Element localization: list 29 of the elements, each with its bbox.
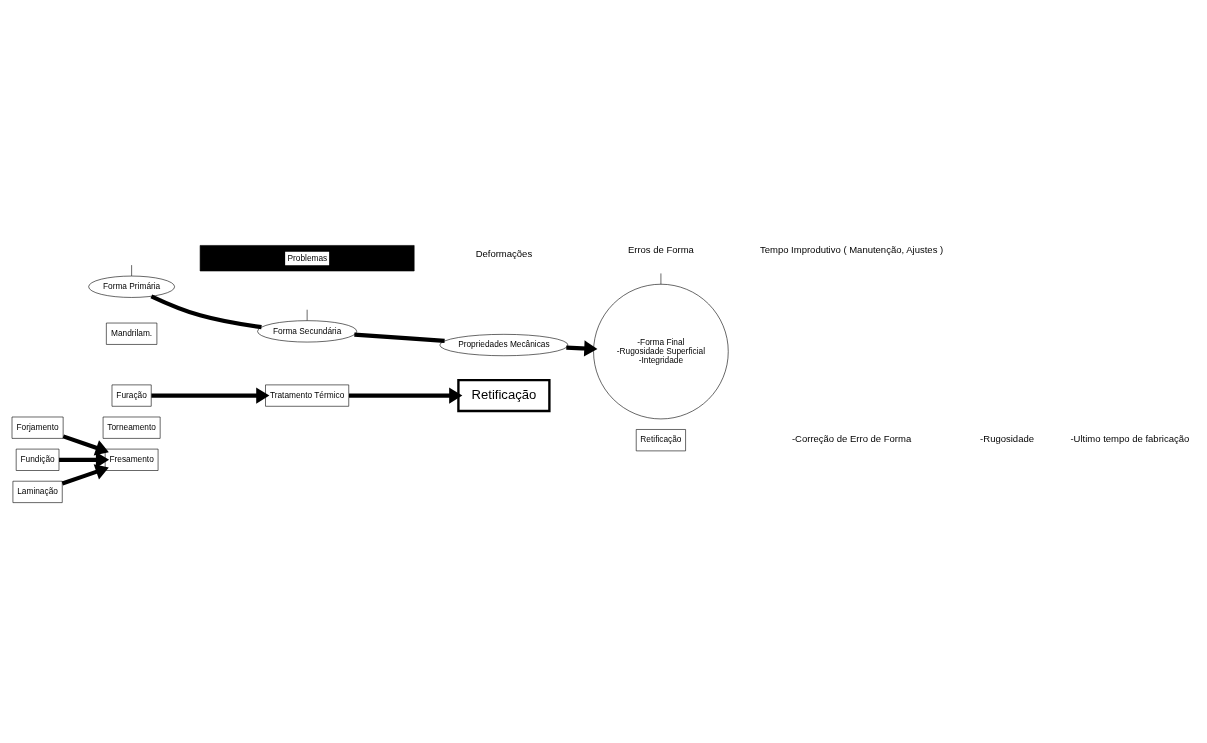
node-box: Fresamento <box>104 448 159 471</box>
node-box: Furação <box>111 384 152 407</box>
node-ellipse: Forma Primária <box>88 275 175 298</box>
label: Erros de Forma <box>627 244 694 256</box>
label: Tempo Improdutivo ( Manutenção, Ajustes ) <box>759 244 944 256</box>
node-box: Problemas <box>199 245 415 272</box>
label: Deformações <box>475 247 533 259</box>
label: -Rugosidade <box>980 433 1035 445</box>
node-box: Laminação <box>12 480 63 503</box>
node-box: Mandrilam. <box>106 322 158 345</box>
arrow <box>348 387 463 404</box>
arrow <box>59 451 110 468</box>
node-box: Torneamento <box>102 416 161 439</box>
node-box: Tratamento Térmico <box>265 384 350 407</box>
label: -Ultimo tempo de fabricação <box>1070 433 1190 445</box>
label: -Correção de Erro de Forma <box>791 433 912 445</box>
node-ellipse: Forma Secundária <box>257 320 357 343</box>
connector <box>150 294 262 330</box>
node-box: Retificação <box>635 429 686 452</box>
arrow <box>566 340 598 357</box>
arrow <box>61 464 109 486</box>
connector <box>354 332 445 343</box>
node-box: Fundição <box>15 448 60 471</box>
arrow <box>151 387 270 404</box>
node-box: Retificação <box>457 378 551 413</box>
node-box: Forjamento <box>11 416 64 439</box>
arrow <box>62 434 109 456</box>
node-circle: -Forma Final -Rugosidade Superficial -Integridade <box>593 283 729 420</box>
node-ellipse: Propriedades Mecânicas <box>439 334 569 357</box>
